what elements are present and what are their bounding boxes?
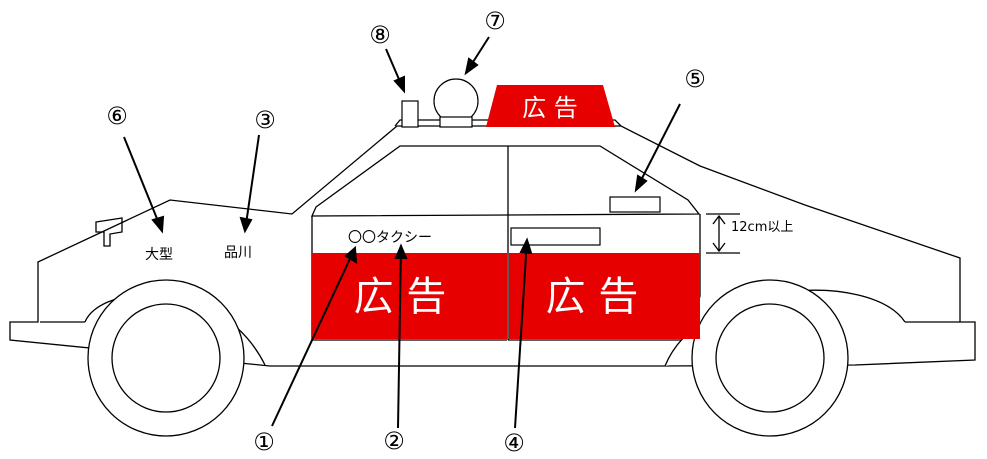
callout-2: ②: [383, 427, 405, 455]
callout-3: ③: [254, 106, 276, 134]
plate-region: 品川: [224, 245, 252, 261]
rear-window-display: [609, 196, 661, 213]
car-body: [9, 119, 976, 437]
roof-antenna-box: [401, 100, 419, 128]
roof-ad-sign: [486, 85, 615, 127]
callout-7: ⑦: [484, 7, 506, 35]
rear-door-ad-text: 広 告: [546, 274, 639, 320]
front-door-ad-panel: [312, 253, 507, 339]
plate-type: 大型: [145, 247, 173, 263]
rear-door-ad-panel: [509, 253, 700, 339]
callout-6: ⑥: [106, 102, 128, 130]
callout-arrows: [123, 36, 681, 429]
company-name: 〇〇タクシー: [348, 230, 432, 246]
height-dimension: [706, 213, 740, 254]
rear-wheel-outer: [691, 279, 849, 437]
side-mirror: [95, 217, 123, 247]
rear-wheel-inner: [715, 303, 825, 413]
roof-lamp: [433, 78, 479, 128]
callout-1: ①: [253, 428, 275, 456]
front-wheel-outer: [87, 279, 245, 437]
dimension-label: 12cm以上: [731, 220, 793, 235]
car-body-outline: [9, 125, 976, 367]
front-wheel-inner: [111, 303, 221, 413]
callout-8: ⑧: [369, 21, 391, 49]
callout-5: ⑤: [684, 65, 706, 93]
door-sign-box: [510, 227, 601, 246]
callout-4: ④: [503, 429, 525, 457]
roof-ad-text: 広 告: [522, 94, 578, 122]
